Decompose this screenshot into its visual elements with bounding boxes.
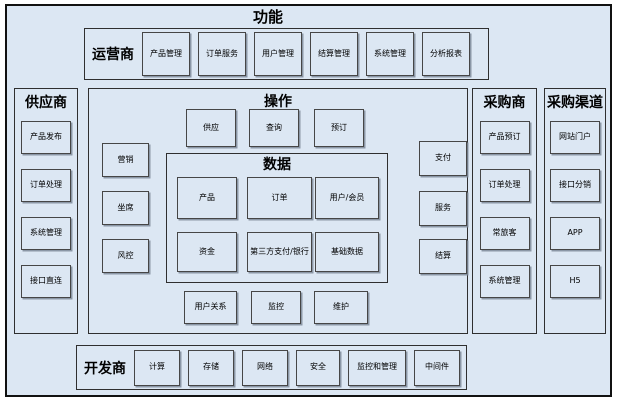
- node-agent-seat: 坐席: [102, 191, 149, 225]
- developer-boxes: 计算 存储 网络 安全 监控和管理 中间件: [134, 349, 460, 386]
- node-settlement: 结算: [419, 239, 467, 274]
- purchaser-label: 采购商: [483, 95, 526, 111]
- operation-label: 操作: [264, 94, 292, 110]
- section-developer: 开发商 计算 存储 网络 安全 监控和管理 中间件: [76, 345, 467, 390]
- node-service: 服务: [419, 191, 467, 226]
- node-marketing: 营销: [102, 143, 149, 177]
- channel-label: 采购渠道: [547, 95, 603, 111]
- node-storage: 存储: [188, 349, 234, 386]
- section-supplier: 供应商 产品发布 订单处理 系统管理 接口直连: [14, 88, 78, 334]
- operator-boxes: 产品管理 订单服务 用户管理 结算管理 系统管理 分析报表: [142, 32, 470, 76]
- node-monitor-and-manage: 监控和管理: [348, 349, 406, 386]
- node-supply: 供应: [186, 109, 236, 147]
- node-user-relation: 用户关系: [184, 291, 237, 324]
- node-security: 安全: [296, 349, 340, 386]
- node-order-processing-purchaser: 订单处理: [479, 169, 530, 202]
- node-system-management-supplier: 系统管理: [21, 217, 71, 250]
- node-frequent-traveler: 常旅客: [479, 217, 530, 250]
- node-risk-control: 风控: [102, 239, 149, 273]
- node-analysis-report: 分析报表: [422, 32, 470, 76]
- diagram-title: 功能: [252, 8, 284, 26]
- node-order-service: 订单服务: [198, 32, 246, 76]
- node-product-publish: 产品发布: [21, 121, 71, 154]
- node-h5: H5: [550, 265, 600, 298]
- node-query: 查询: [249, 109, 299, 147]
- supplier-label: 供应商: [25, 95, 67, 111]
- node-user-management: 用户管理: [254, 32, 302, 76]
- node-booking: 预订: [314, 109, 364, 147]
- node-middleware: 中间件: [414, 349, 460, 386]
- node-settlement-management: 结算管理: [310, 32, 358, 76]
- section-data: 数据 产品 订单 用户/会员 资金 第三方支付/银行 基础数据: [166, 153, 388, 283]
- node-basic-data: 基础数据: [315, 232, 379, 272]
- node-network: 网络: [242, 349, 288, 386]
- node-user-member-data: 用户/会员: [315, 177, 379, 219]
- node-app: APP: [550, 217, 600, 250]
- node-third-party-payment-bank-data: 第三方支付/银行: [247, 232, 312, 272]
- section-operation: 操作 供应 查询 预订 营销 坐席 风控 支付 服务 结算 数据 产品 订单 用…: [88, 88, 468, 334]
- operator-label: 运营商: [92, 47, 134, 63]
- node-order-processing-supplier: 订单处理: [21, 169, 71, 202]
- developer-label: 开发商: [84, 360, 126, 377]
- node-payment: 支付: [419, 141, 467, 176]
- node-order-data: 订单: [247, 177, 312, 219]
- node-funds-data: 资金: [177, 232, 237, 272]
- data-label: 数据: [263, 157, 291, 173]
- node-monitoring: 监控: [251, 291, 301, 324]
- node-interface-distribution: 接口分销: [550, 169, 600, 202]
- node-maintenance: 维护: [314, 291, 368, 324]
- node-product-data: 产品: [177, 177, 237, 219]
- node-system-management-operator: 系统管理: [366, 32, 414, 76]
- node-system-management-purchaser: 系统管理: [479, 265, 530, 298]
- section-operator: 运营商 产品管理 订单服务 用户管理 结算管理 系统管理 分析报表: [84, 28, 489, 80]
- section-purchaser: 采购商 产品预订 订单处理 常旅客 系统管理: [472, 88, 537, 334]
- node-website-portal: 网站门户: [550, 121, 600, 154]
- node-interface-direct-connect: 接口直连: [21, 265, 71, 298]
- section-channel: 采购渠道 网站门户 接口分销 APP H5: [544, 88, 606, 334]
- node-product-management: 产品管理: [142, 32, 190, 76]
- node-compute: 计算: [134, 349, 180, 386]
- node-product-booking: 产品预订: [479, 121, 530, 154]
